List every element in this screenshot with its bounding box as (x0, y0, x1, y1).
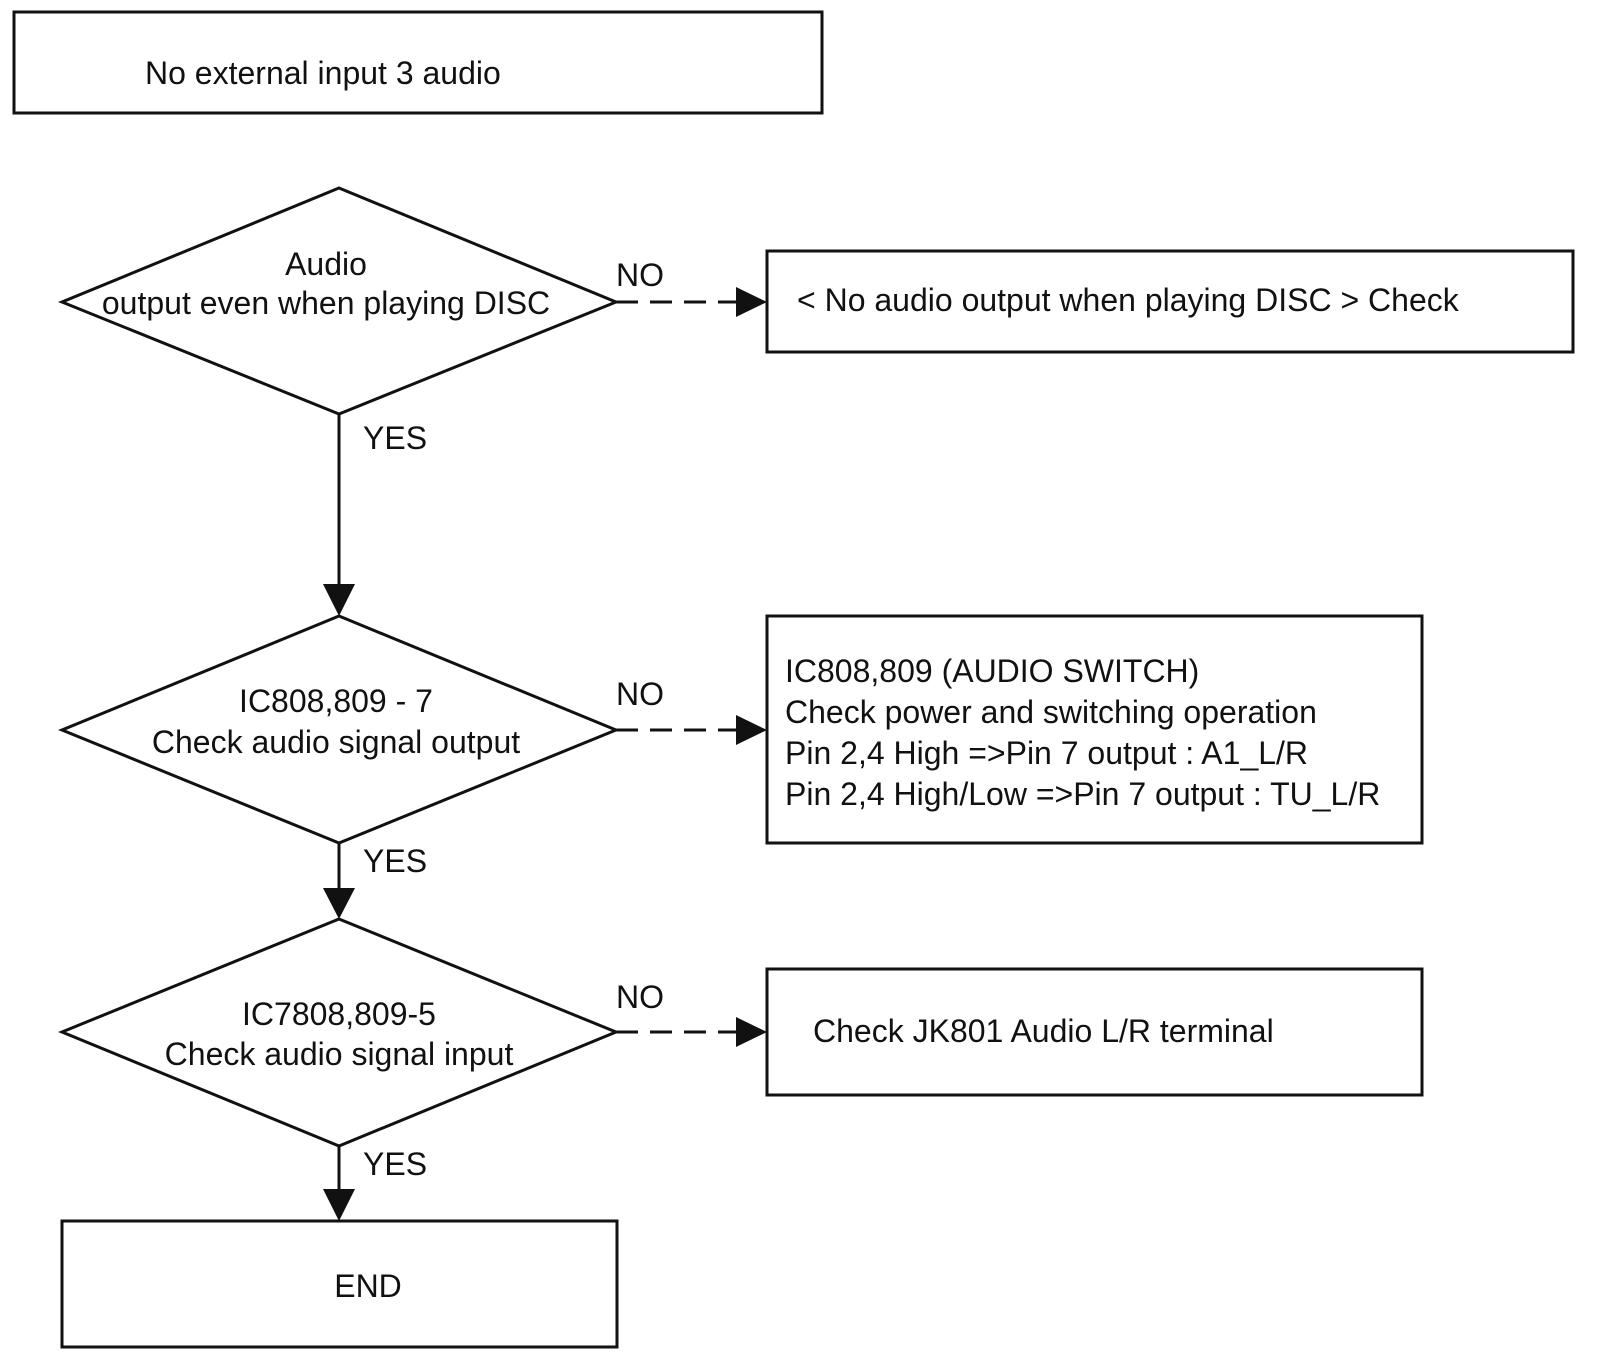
decision-disc-audio-yes-label: YES (363, 420, 427, 456)
arrowhead-no-1 (736, 287, 767, 317)
decision-audio-input-line-1: IC7808,809-5 (242, 996, 436, 1032)
decision-disc-audio-line-2: output even when playing DISC (102, 285, 550, 321)
decision-audio-output-no-label: NO (616, 676, 664, 712)
action-disc-check-label: < No audio output when playing DISC > Ch… (797, 282, 1460, 318)
decision-audio-input-no-label: NO (616, 979, 664, 1015)
decision-disc-audio-line-1: Audio (285, 246, 367, 282)
end-box (60, 1219, 619, 1349)
action-jk801-label: Check JK801 Audio L/R terminal (813, 1013, 1274, 1049)
arrowhead-yes-3 (323, 1189, 355, 1221)
decision-audio-input-yes-label: YES (363, 1146, 427, 1182)
action-audio-switch-line-3: Pin 2,4 High =>Pin 7 output : A1_L/R (785, 735, 1308, 771)
action-box-audio-switch (765, 614, 1424, 845)
arrowhead-yes-1 (323, 584, 355, 616)
start-box (12, 10, 824, 115)
decision-disc-audio-no-label: NO (616, 257, 664, 293)
decision-audio-output-yes-label: YES (363, 843, 427, 879)
action-box-disc-check (765, 249, 1575, 354)
decision-audio-output-line-1: IC808,809 - 7 (239, 683, 433, 719)
decision-audio-input (58, 917, 620, 1148)
action-audio-switch-line-2: Check power and switching operation (785, 694, 1317, 730)
decision-audio-output-line-2: Check audio signal output (152, 724, 520, 760)
arrowhead-no-3 (736, 1017, 767, 1047)
action-audio-switch-line-1: IC808,809 (AUDIO SWITCH) (785, 653, 1199, 689)
start-label: No external input 3 audio (145, 55, 501, 91)
action-box-jk801 (765, 967, 1424, 1097)
decision-audio-input-line-2: Check audio signal input (165, 1036, 514, 1072)
end-label: END (334, 1268, 402, 1304)
arrowhead-yes-2 (323, 888, 355, 919)
arrowhead-no-2 (736, 715, 767, 745)
action-audio-switch-line-4: Pin 2,4 High/Low =>Pin 7 output : TU_L/R (785, 776, 1380, 812)
